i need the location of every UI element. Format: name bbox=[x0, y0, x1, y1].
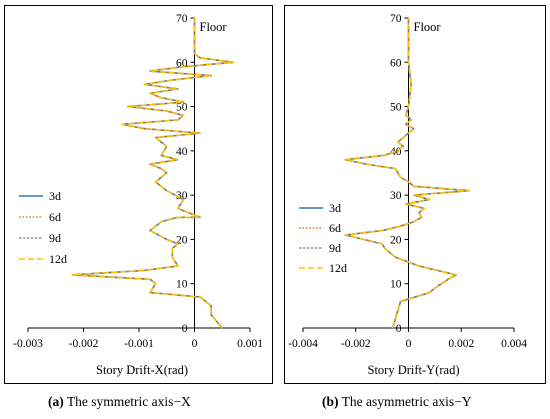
y-tick-label: 30 bbox=[176, 190, 188, 202]
x-tick-label: 0 bbox=[406, 338, 412, 350]
x-axis-title: Story Drift-Y(rad) bbox=[368, 363, 460, 377]
floor-label: Floor bbox=[200, 20, 228, 34]
legend-label-9d: 9d bbox=[329, 241, 341, 255]
y-tick-label: 10 bbox=[176, 279, 188, 291]
x-tick-label: -0.002 bbox=[341, 338, 371, 350]
legend-label-12d: 12d bbox=[329, 261, 347, 275]
x-tick-label: -0.003 bbox=[13, 338, 43, 350]
chart-a-svg: -0.003 -0.002 -0.001 0 0.001 0 10 20 30 40 50 60 70F… bbox=[13, 13, 263, 377]
y-tick-label: 30 bbox=[390, 190, 402, 202]
y-tick-label: 20 bbox=[390, 234, 402, 246]
y-tick-label: 20 bbox=[176, 234, 188, 246]
caption-b-text: The asymmetric axis−Y bbox=[338, 394, 472, 409]
legend-label-3d: 3d bbox=[49, 189, 61, 203]
x-tick-label: 0.002 bbox=[448, 338, 474, 350]
y-tick-label: 60 bbox=[390, 57, 402, 69]
legend-label-6d: 6d bbox=[329, 221, 341, 235]
caption-b-tag: (b) bbox=[322, 394, 339, 409]
y-tick-label: 40 bbox=[176, 146, 188, 158]
series-line-12d bbox=[344, 18, 470, 329]
legend-label-9d: 9d bbox=[49, 231, 61, 245]
caption-a: (a) The symmetric axis−X bbox=[48, 394, 191, 410]
x-tick-label: -0.002 bbox=[69, 338, 99, 350]
y-tick-label: 50 bbox=[390, 102, 402, 114]
legend-label-6d: 6d bbox=[49, 210, 61, 224]
x-axis-title: Story Drift-X(rad) bbox=[96, 363, 188, 377]
x-tick-label: 0 bbox=[192, 338, 198, 350]
x-tick-label: -0.001 bbox=[124, 338, 154, 350]
x-tick-label: 0.001 bbox=[237, 338, 263, 350]
caption-a-tag: (a) bbox=[48, 394, 64, 409]
x-tick-label: 0.004 bbox=[501, 338, 527, 350]
series-line-3d bbox=[344, 18, 470, 329]
y-tick-label: 0 bbox=[182, 323, 188, 335]
caption-a-text: The symmetric axis−X bbox=[63, 394, 191, 409]
y-tick-label: 50 bbox=[176, 102, 188, 114]
legend-label-3d: 3d bbox=[329, 201, 341, 215]
floor-label: Floor bbox=[414, 20, 442, 34]
series-line-12d bbox=[71, 18, 235, 329]
y-tick-label: 10 bbox=[390, 279, 402, 291]
caption-b: (b) The asymmetric axis−Y bbox=[322, 394, 471, 410]
legend-label-12d: 12d bbox=[49, 252, 67, 266]
series-line-9d bbox=[344, 18, 470, 329]
x-tick-label: -0.004 bbox=[288, 338, 318, 350]
y-tick-label: 70 bbox=[390, 13, 402, 25]
y-tick-label: 0 bbox=[396, 323, 402, 335]
series-line-6d bbox=[344, 18, 470, 329]
y-tick-label: 70 bbox=[176, 13, 188, 25]
y-tick-label: 60 bbox=[176, 57, 188, 69]
